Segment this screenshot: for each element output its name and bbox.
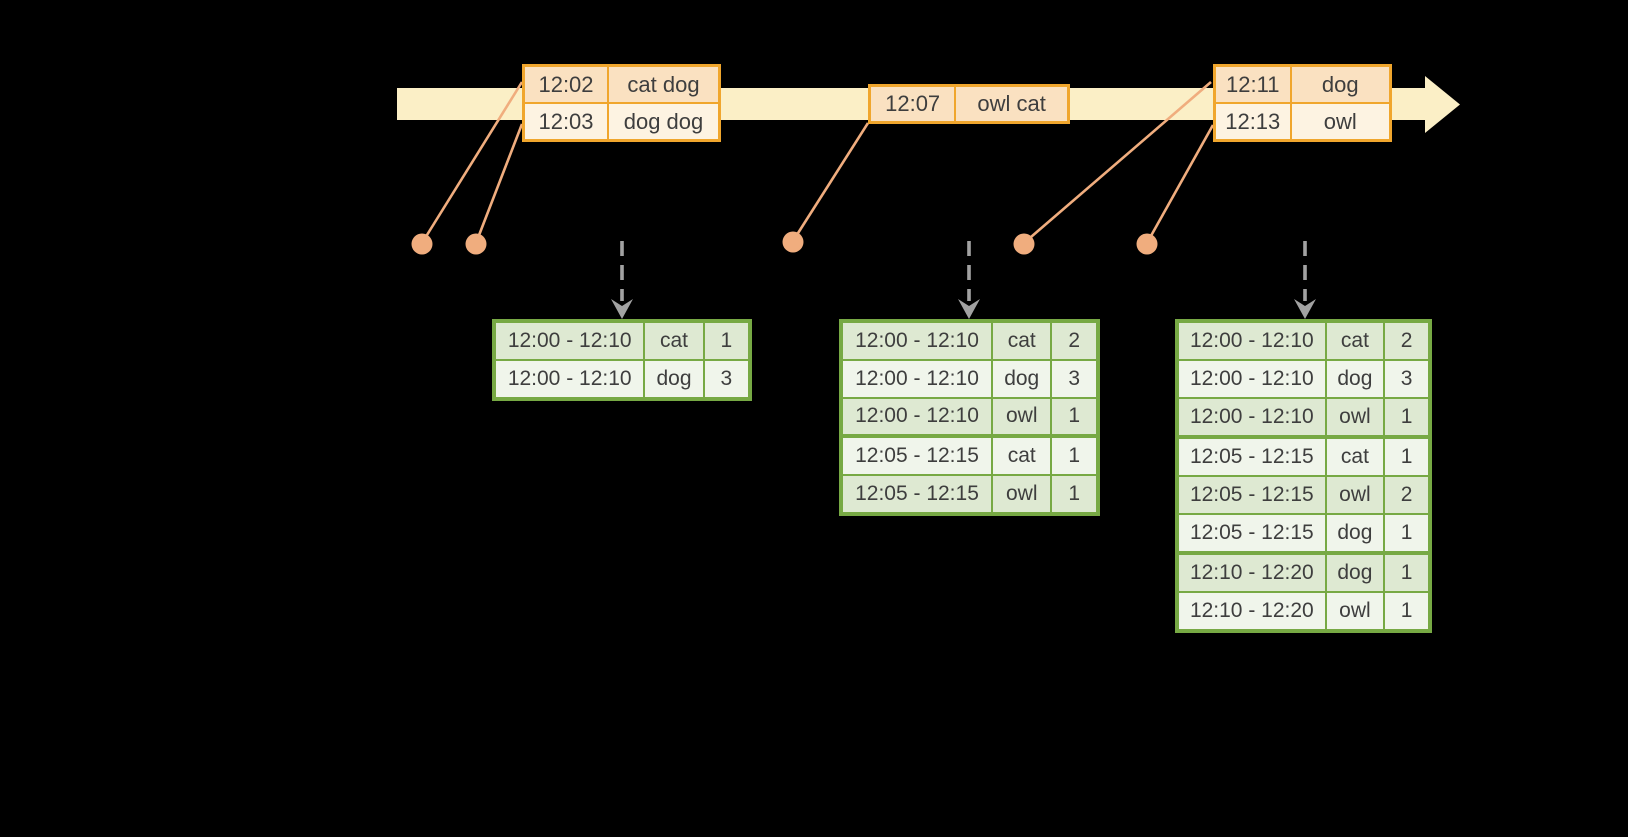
word-cell: cat xyxy=(1324,439,1384,475)
window-cell: 12:00 - 12:10 xyxy=(855,328,979,352)
count-cell: 1 xyxy=(1383,555,1428,591)
word-cell: dog xyxy=(1324,555,1384,591)
event-connector-line xyxy=(791,122,870,242)
count-cell: 3 xyxy=(1050,360,1096,397)
event-table-1: 12:02 cat dog 12:03 dog dog xyxy=(522,64,721,142)
count-cell: 1 xyxy=(1383,439,1428,475)
window-cell: 12:05 - 12:15 xyxy=(855,444,979,468)
window-cell: 12:00 - 12:10 xyxy=(1189,367,1314,390)
window-cell: 12:00 - 12:10 xyxy=(507,329,632,352)
time-cell: 12:03 xyxy=(538,108,594,134)
trigger-arrow-icon xyxy=(958,241,980,319)
window-cell: 12:00 - 12:10 xyxy=(1189,329,1314,352)
word-cell: cat xyxy=(643,323,702,359)
event-dot xyxy=(1136,233,1158,255)
trigger-arrow-icon xyxy=(1294,241,1316,319)
event-connector-line xyxy=(1023,81,1212,244)
time-axis-arrowhead-icon xyxy=(1425,76,1460,133)
time-cell: 12:07 xyxy=(885,91,941,116)
count-cell: 1 xyxy=(1383,515,1428,551)
time-cell: 12:11 xyxy=(1226,71,1280,97)
table-row: 12:02 cat dog xyxy=(525,67,718,102)
event-dot xyxy=(465,233,487,255)
word-cell: dog xyxy=(991,360,1050,397)
event-connector-line xyxy=(474,123,524,244)
count-cell: 1 xyxy=(1383,593,1428,629)
word-cell: dog xyxy=(643,361,702,397)
event-dot xyxy=(782,231,804,253)
event-connector-line xyxy=(1145,124,1215,244)
window-cell: 12:05 - 12:15 xyxy=(1189,445,1314,468)
window-cell: 12:10 - 12:20 xyxy=(1189,561,1314,584)
count-cell: 3 xyxy=(1383,361,1428,397)
window-cell: 12:00 - 12:10 xyxy=(855,366,979,390)
count-cell: 3 xyxy=(702,361,748,397)
word-cell: cat xyxy=(991,323,1050,359)
window-cell: 12:00 - 12:10 xyxy=(507,367,632,390)
words-cell: cat dog xyxy=(607,67,718,102)
count-cell: 1 xyxy=(1383,399,1428,435)
word-cell: owl xyxy=(1324,477,1384,513)
words-cell: dog dog xyxy=(607,104,718,139)
count-cell: 1 xyxy=(1050,398,1096,435)
words-cell: owl cat xyxy=(954,87,1067,121)
event-table-2: 12:07 owl cat xyxy=(868,84,1070,124)
table-row: 12:03 dog dog xyxy=(525,102,718,139)
word-cell: cat xyxy=(1324,323,1384,359)
time-cell: 12:13 xyxy=(1225,108,1281,134)
event-dot xyxy=(411,233,433,255)
count-cell: 2 xyxy=(1383,477,1428,513)
word-cell: owl xyxy=(1324,399,1384,435)
window-cell: 12:05 - 12:15 xyxy=(1189,521,1314,544)
window-cell: 12:05 - 12:15 xyxy=(855,482,979,506)
table-row: 12:13 owl xyxy=(1216,102,1389,139)
word-cell: owl xyxy=(1324,593,1384,629)
word-cell: dog xyxy=(1324,515,1384,551)
event-connector-line xyxy=(420,81,524,244)
window-cell: 12:00 - 12:10 xyxy=(1189,405,1314,428)
event-dot xyxy=(1013,233,1035,255)
count-cell: 2 xyxy=(1050,323,1096,359)
table-row: 12:07 owl cat xyxy=(871,87,1067,121)
window-cell: 12:00 - 12:10 xyxy=(855,404,979,428)
word-cell: dog xyxy=(1324,361,1384,397)
count-cell: 1 xyxy=(1050,476,1096,512)
count-cell: 1 xyxy=(702,323,748,359)
window-cell: 12:10 - 12:20 xyxy=(1189,599,1314,622)
words-cell: owl xyxy=(1289,104,1389,139)
count-cell: 1 xyxy=(1050,438,1096,475)
count-cell: 2 xyxy=(1383,323,1428,359)
words-cell: dog xyxy=(1289,67,1389,102)
trigger-arrow-icon xyxy=(611,241,633,319)
word-cell: owl xyxy=(991,476,1050,512)
window-cell: 12:05 - 12:15 xyxy=(1189,483,1314,506)
time-cell: 12:02 xyxy=(538,71,594,97)
word-cell: owl xyxy=(991,398,1050,435)
event-table-3: 12:11 dog 12:13 owl xyxy=(1213,64,1392,142)
table-row: 12:11 dog xyxy=(1216,67,1389,102)
word-cell: cat xyxy=(991,438,1050,475)
